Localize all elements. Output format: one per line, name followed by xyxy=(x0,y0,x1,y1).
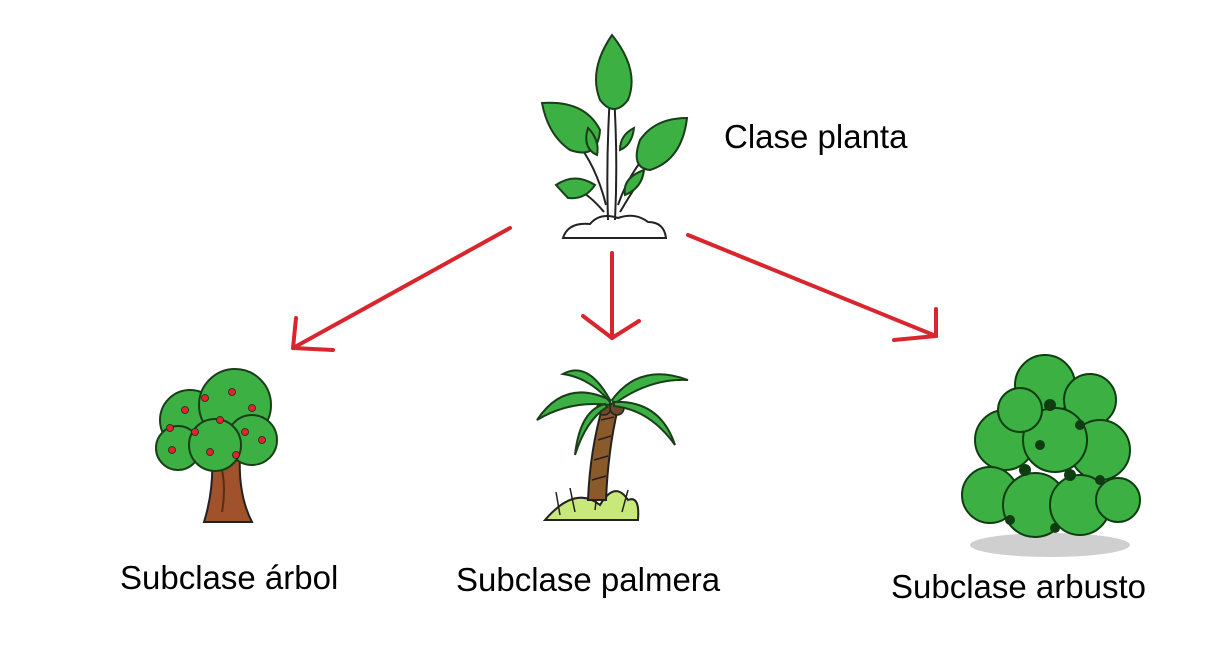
bush-icon xyxy=(961,354,1141,557)
tree-icon xyxy=(155,368,278,523)
bush-subclass-label: Subclase arbusto xyxy=(891,568,1146,605)
palm-tree-icon xyxy=(536,369,689,521)
arrow-to-tree xyxy=(291,226,512,352)
arrow-to-bush xyxy=(686,233,938,342)
root-class-label: Clase planta xyxy=(724,118,908,155)
tree-subclass-label: Subclase árbol xyxy=(120,559,339,596)
plant-icon xyxy=(540,33,689,239)
palm-subclass-label: Subclase palmera xyxy=(456,561,721,598)
arrow-to-palm xyxy=(581,251,641,340)
